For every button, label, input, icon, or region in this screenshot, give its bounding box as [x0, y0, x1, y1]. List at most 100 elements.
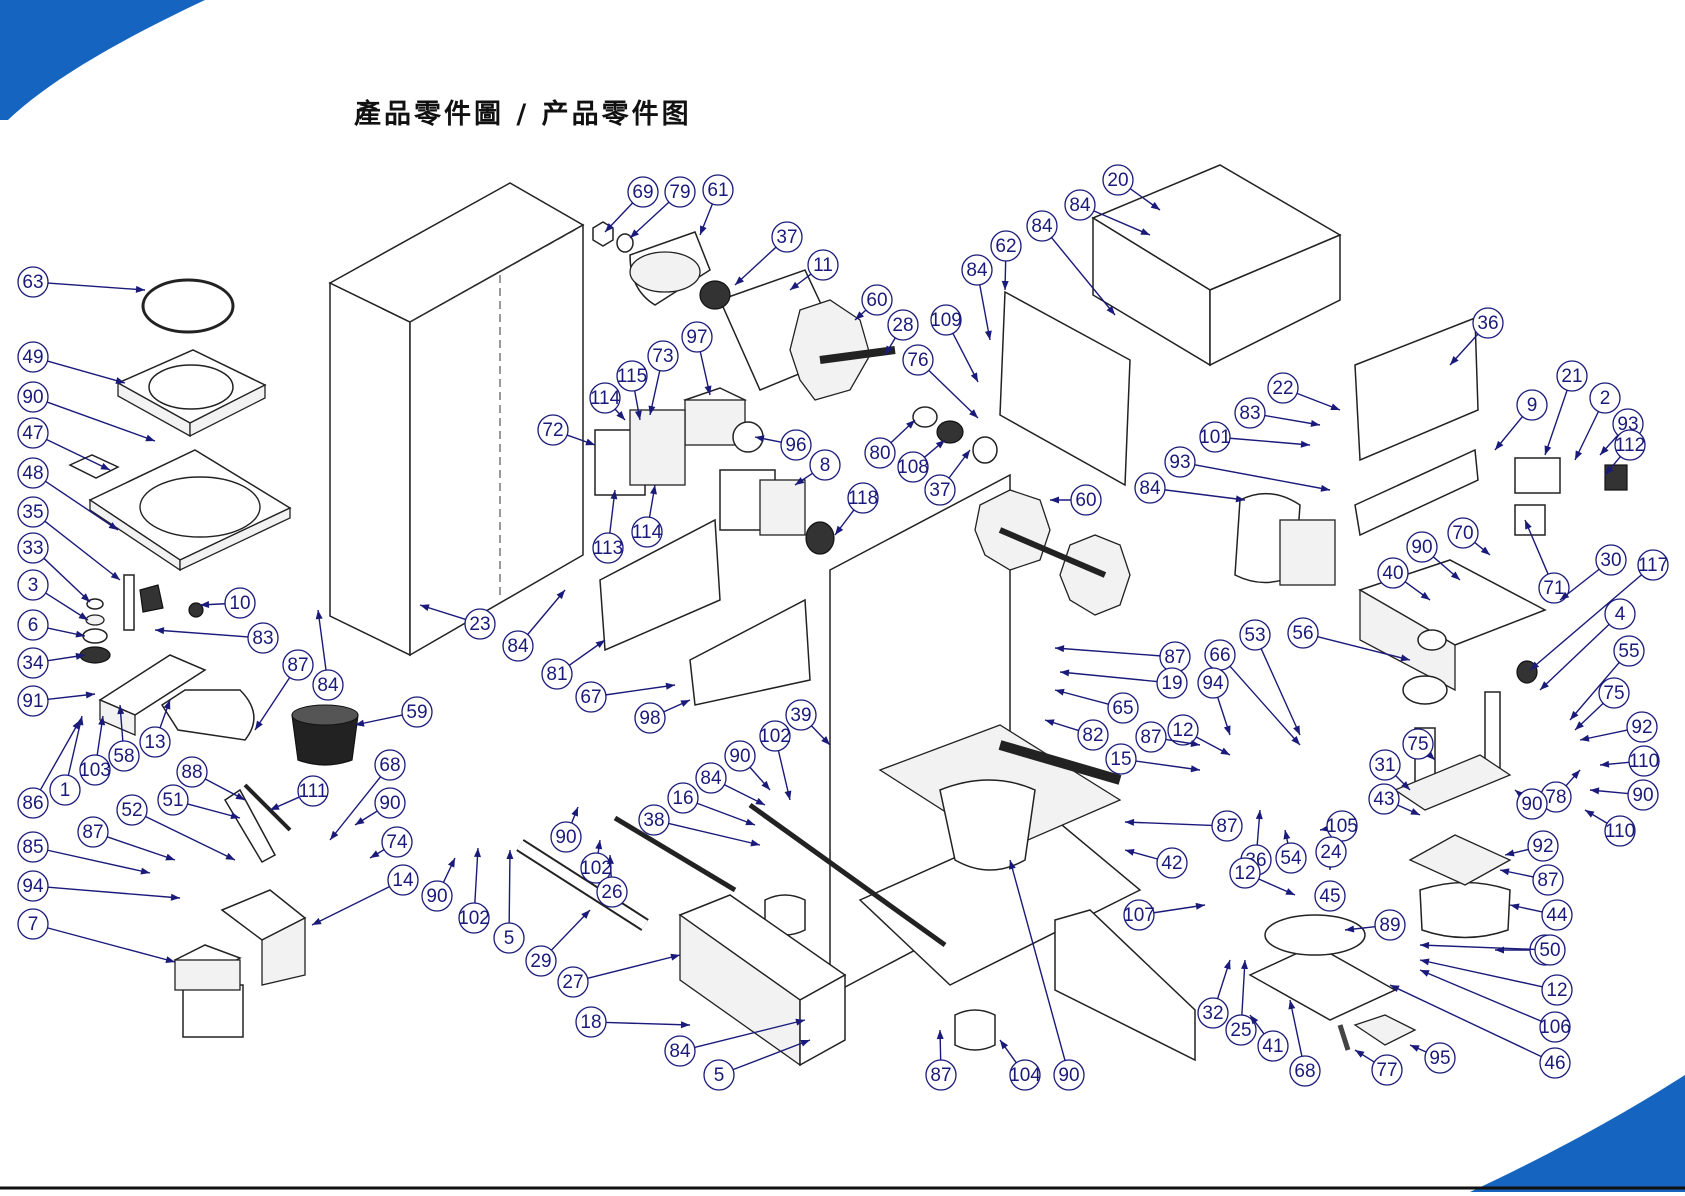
part-118-gear	[806, 522, 834, 554]
callout-arrowhead	[700, 225, 707, 235]
callout-76: 76	[903, 345, 978, 418]
callout-arrowhead	[1420, 942, 1429, 949]
callout-arrowhead	[1283, 830, 1290, 840]
callout-number: 69	[632, 182, 653, 203]
callout-number: 114	[590, 388, 621, 409]
callout-leader-line	[929, 370, 978, 418]
callout-leader-line	[1545, 390, 1567, 455]
callout-arrowhead	[937, 1030, 944, 1039]
callout-number: 84	[966, 260, 988, 281]
part-37-bearing	[700, 281, 730, 309]
callout-84: 84	[1135, 473, 1245, 503]
callout-number: 24	[1320, 842, 1342, 863]
callout-number: 84	[1031, 216, 1053, 237]
callout-number: 107	[1123, 905, 1155, 926]
callout-leader-line	[107, 837, 175, 860]
callout-number: 49	[22, 347, 43, 368]
callout-12: 12	[1168, 715, 1230, 755]
callout-61: 61	[700, 175, 733, 235]
callout-arrowhead	[1410, 1045, 1420, 1052]
callout-95: 95	[1410, 1043, 1455, 1073]
callout-arrowhead	[448, 858, 455, 868]
callout-87: 87	[1055, 642, 1190, 672]
callout-arrowhead	[1191, 740, 1200, 747]
callout-number: 75	[1407, 734, 1428, 755]
callout-arrowhead	[1420, 970, 1430, 977]
callout-leader-line	[312, 887, 390, 925]
callout-number: 102	[458, 908, 490, 929]
callout-number: 106	[1539, 1017, 1571, 1038]
callout-31: 31	[1370, 750, 1410, 790]
callout-number: 84	[317, 675, 339, 696]
callout-90: 90	[551, 807, 581, 852]
callout-94: 94	[1198, 668, 1231, 735]
callout-number: 90	[379, 793, 400, 814]
callout-number: 90	[22, 387, 43, 408]
callout-6: 6	[18, 610, 85, 640]
callout-number: 43	[1373, 789, 1394, 810]
callout-number: 37	[776, 227, 797, 248]
callout-number: 93	[1169, 452, 1190, 473]
callout-number: 108	[897, 457, 929, 478]
callout-102: 102	[580, 840, 612, 883]
callout-number: 75	[1603, 683, 1624, 704]
callout-118: 118	[835, 483, 878, 535]
callout-arrowhead	[86, 692, 95, 699]
callout-41: 41	[1250, 1015, 1288, 1061]
callout-54: 54	[1276, 830, 1306, 873]
callout-109: 109	[930, 305, 978, 382]
callout-5: 5	[494, 850, 524, 953]
callout-arrowhead	[1055, 689, 1065, 696]
callout-45: 45	[1315, 881, 1345, 911]
callout-14: 14	[312, 865, 418, 925]
callout-arrowhead	[1060, 669, 1069, 676]
callout-number: 47	[22, 423, 43, 444]
callout-number: 11	[813, 255, 833, 276]
callout-arrowhead	[1293, 725, 1300, 735]
callout-leader-line	[330, 777, 381, 840]
callout-leader-line	[1420, 970, 1541, 1021]
callout-number: 38	[643, 810, 664, 831]
callout-arrowhead	[680, 700, 690, 707]
callout-arrowhead	[165, 956, 175, 963]
callout-number: 90	[426, 886, 447, 907]
callout-55: 55	[1570, 636, 1644, 720]
callout-60: 60	[855, 285, 892, 320]
callout-number: 28	[892, 315, 913, 336]
callout-98: 98	[635, 700, 690, 733]
callout-number: 35	[22, 502, 43, 523]
callout-arrowhead	[985, 331, 992, 340]
callout-arrowhead	[666, 683, 675, 690]
callout-leader-line	[45, 521, 120, 580]
callout-arrowhead	[1321, 485, 1330, 492]
callout-leader-line	[1195, 465, 1330, 490]
callout-arrowhead	[1355, 1050, 1364, 1058]
callout-number: 78	[1545, 787, 1566, 808]
callout-68: 68	[1288, 1000, 1320, 1086]
callout-114: 114	[590, 383, 625, 420]
callout-92: 92	[1505, 831, 1558, 861]
callout-arrowhead	[1285, 888, 1295, 895]
callout-22: 22	[1268, 373, 1340, 410]
callout-number: 26	[601, 882, 622, 903]
callout-leader-line	[697, 803, 755, 825]
callout-arrowhead	[316, 610, 323, 619]
callout-arrowhead	[1420, 959, 1430, 966]
callout-arrowhead	[1288, 1000, 1295, 1010]
callout-number: 56	[1292, 623, 1313, 644]
callout-number: 25	[1230, 1020, 1251, 1041]
callout-arrowhead	[1000, 1040, 1008, 1049]
callout-110: 110	[1600, 746, 1659, 776]
callout-60: 60	[1050, 485, 1101, 515]
callout-leader-line	[48, 283, 145, 290]
callout-84: 84	[962, 255, 992, 340]
callout-arrowhead	[145, 435, 155, 442]
callout-number: 7	[28, 914, 39, 935]
callout-number: 94	[22, 876, 44, 897]
callout-number: 16	[672, 788, 693, 809]
callout-102: 102	[759, 721, 791, 800]
callout-number: 27	[562, 972, 583, 993]
callout-number: 55	[1618, 641, 1639, 662]
bottom-right-corner-accent	[1470, 1075, 1685, 1192]
